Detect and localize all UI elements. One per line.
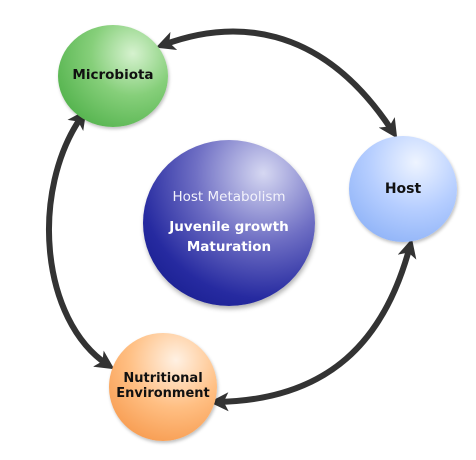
host-label: Host (384, 180, 422, 197)
metabolism-item-maturation: Maturation (186, 239, 272, 255)
microbiota-label: Microbiota (72, 67, 154, 84)
arrow-host-nutritional (209, 238, 417, 412)
host-metabolism-node: Host Metabolism Juvenile growth Maturati… (143, 140, 315, 306)
metabolism-item-juvenile-growth: Juvenile growth (169, 218, 289, 235)
microbiota-node: Microbiota (58, 25, 168, 127)
arrow-nutritional-microbiota (46, 109, 115, 370)
nutritional-label-line1: Nutritional (123, 371, 203, 387)
host-node: Host (349, 136, 457, 242)
arrow-microbiota-host (155, 28, 398, 139)
nutritional-label-line2: Environment (116, 386, 210, 401)
nutritional-environment-node: Nutritional Environment (109, 333, 217, 441)
host-metabolism-title: Host Metabolism (172, 188, 286, 205)
